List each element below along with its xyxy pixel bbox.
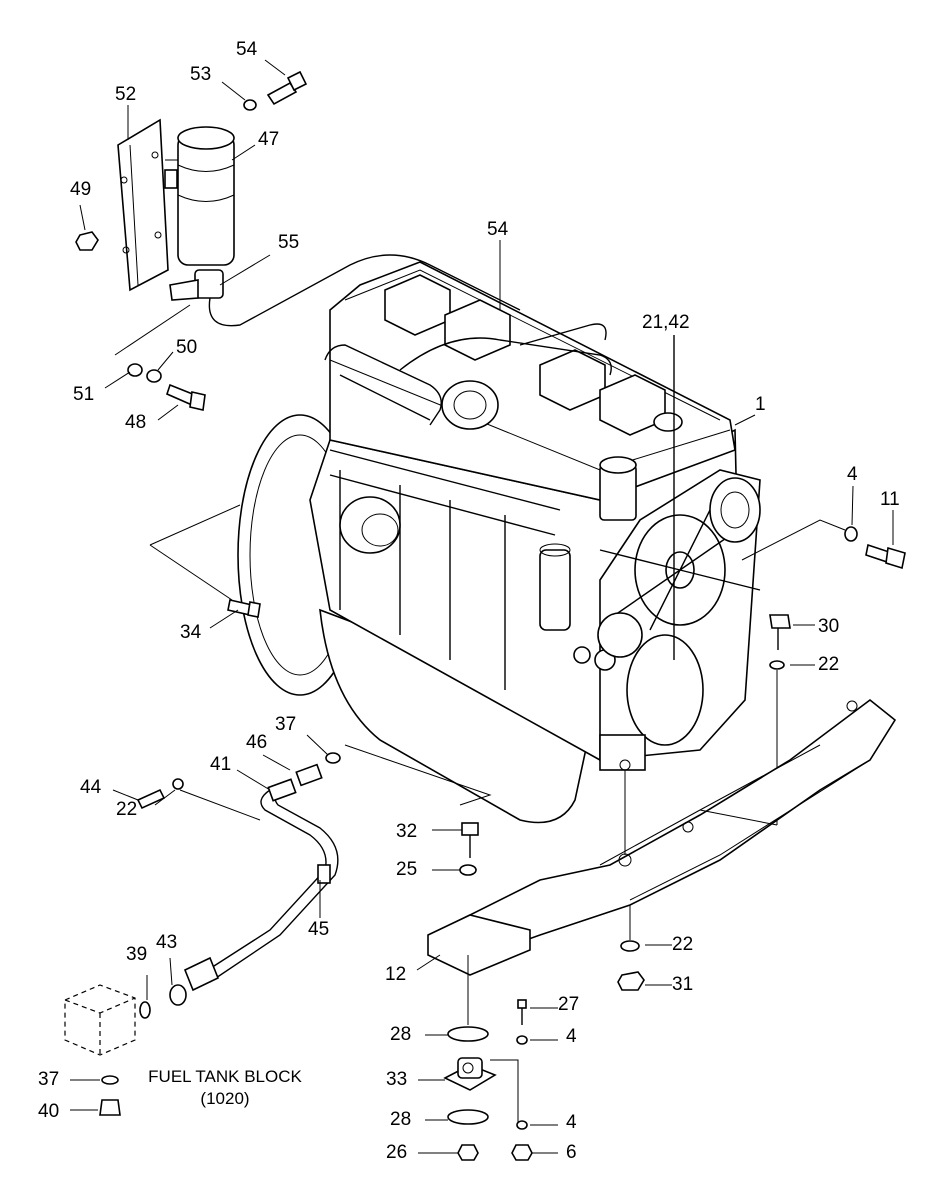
callout-55: 55 (278, 232, 299, 253)
callout-37: 37 (275, 714, 296, 735)
callout-labels: 54 53 52 47 49 55 54 50 51 48 21,42 1 4 … (38, 39, 900, 1163)
fuel-tank-block-ref: (1020) (200, 1089, 250, 1108)
mount-hardware (443, 822, 645, 1161)
callout-4-lower: 4 (566, 1112, 577, 1133)
callout-28: 28 (390, 1024, 411, 1045)
fuel-tank-block-label: FUEL TANK BLOCK (1020) (120, 1066, 330, 1110)
callout-30: 30 (818, 616, 839, 637)
callout-6: 6 (566, 1142, 577, 1163)
callout-45: 45 (308, 919, 329, 940)
callout-11: 11 (880, 489, 900, 510)
callout-52: 52 (115, 84, 136, 105)
callout-12: 12 (385, 964, 406, 985)
fuel-tank-block (64, 984, 136, 1116)
callout-53: 53 (190, 64, 211, 85)
callout-26: 26 (386, 1142, 407, 1163)
callout-4: 4 (847, 464, 858, 485)
elbow-outlet (441, 380, 499, 430)
fuel-tank-block-title: FUEL TANK BLOCK (148, 1067, 302, 1086)
engine-fuel-filter (539, 549, 571, 631)
callout-31: 31 (672, 974, 693, 995)
callout-51: 51 (73, 384, 94, 405)
callout-54-engine: 54 (487, 219, 509, 240)
callout-39: 39 (126, 944, 147, 965)
callout-4-mount: 4 (566, 1026, 577, 1047)
callout-43: 43 (156, 932, 177, 953)
callout-37-block: 37 (38, 1069, 59, 1090)
fan-assembly (599, 335, 761, 660)
callout-54: 54 (236, 39, 258, 60)
callout-25: 25 (396, 859, 417, 880)
oil-pan (319, 608, 591, 824)
callout-22: 22 (818, 654, 839, 675)
callout-50: 50 (176, 337, 197, 358)
right-hardware (741, 519, 906, 825)
callout-27: 27 (558, 994, 579, 1015)
callout-22-frame: 22 (672, 934, 693, 955)
callout-34: 34 (180, 622, 202, 643)
leader-lines (70, 59, 894, 1154)
engine-mount-frame (427, 698, 897, 1025)
fuel-line-assembly (136, 744, 492, 1019)
filter-cartridge (177, 134, 235, 266)
nut-49 (75, 231, 99, 251)
callout-22-line: 22 (116, 799, 137, 820)
callout-33: 33 (386, 1069, 407, 1090)
callout-46: 46 (246, 732, 267, 753)
fuel-filter-assembly (75, 70, 521, 411)
callout-21-42: 21,42 (642, 312, 690, 333)
callout-41: 41 (210, 754, 231, 775)
engine-assembly (237, 261, 761, 824)
callout-49: 49 (70, 179, 91, 200)
callout-47: 47 (258, 129, 279, 150)
callout-44: 44 (80, 777, 102, 798)
callout-48: 48 (125, 412, 146, 433)
callout-40: 40 (38, 1101, 59, 1122)
callout-32: 32 (396, 821, 417, 842)
callout-28-lower: 28 (390, 1109, 411, 1130)
callout-1: 1 (755, 394, 766, 415)
filter-bracket (117, 118, 169, 292)
